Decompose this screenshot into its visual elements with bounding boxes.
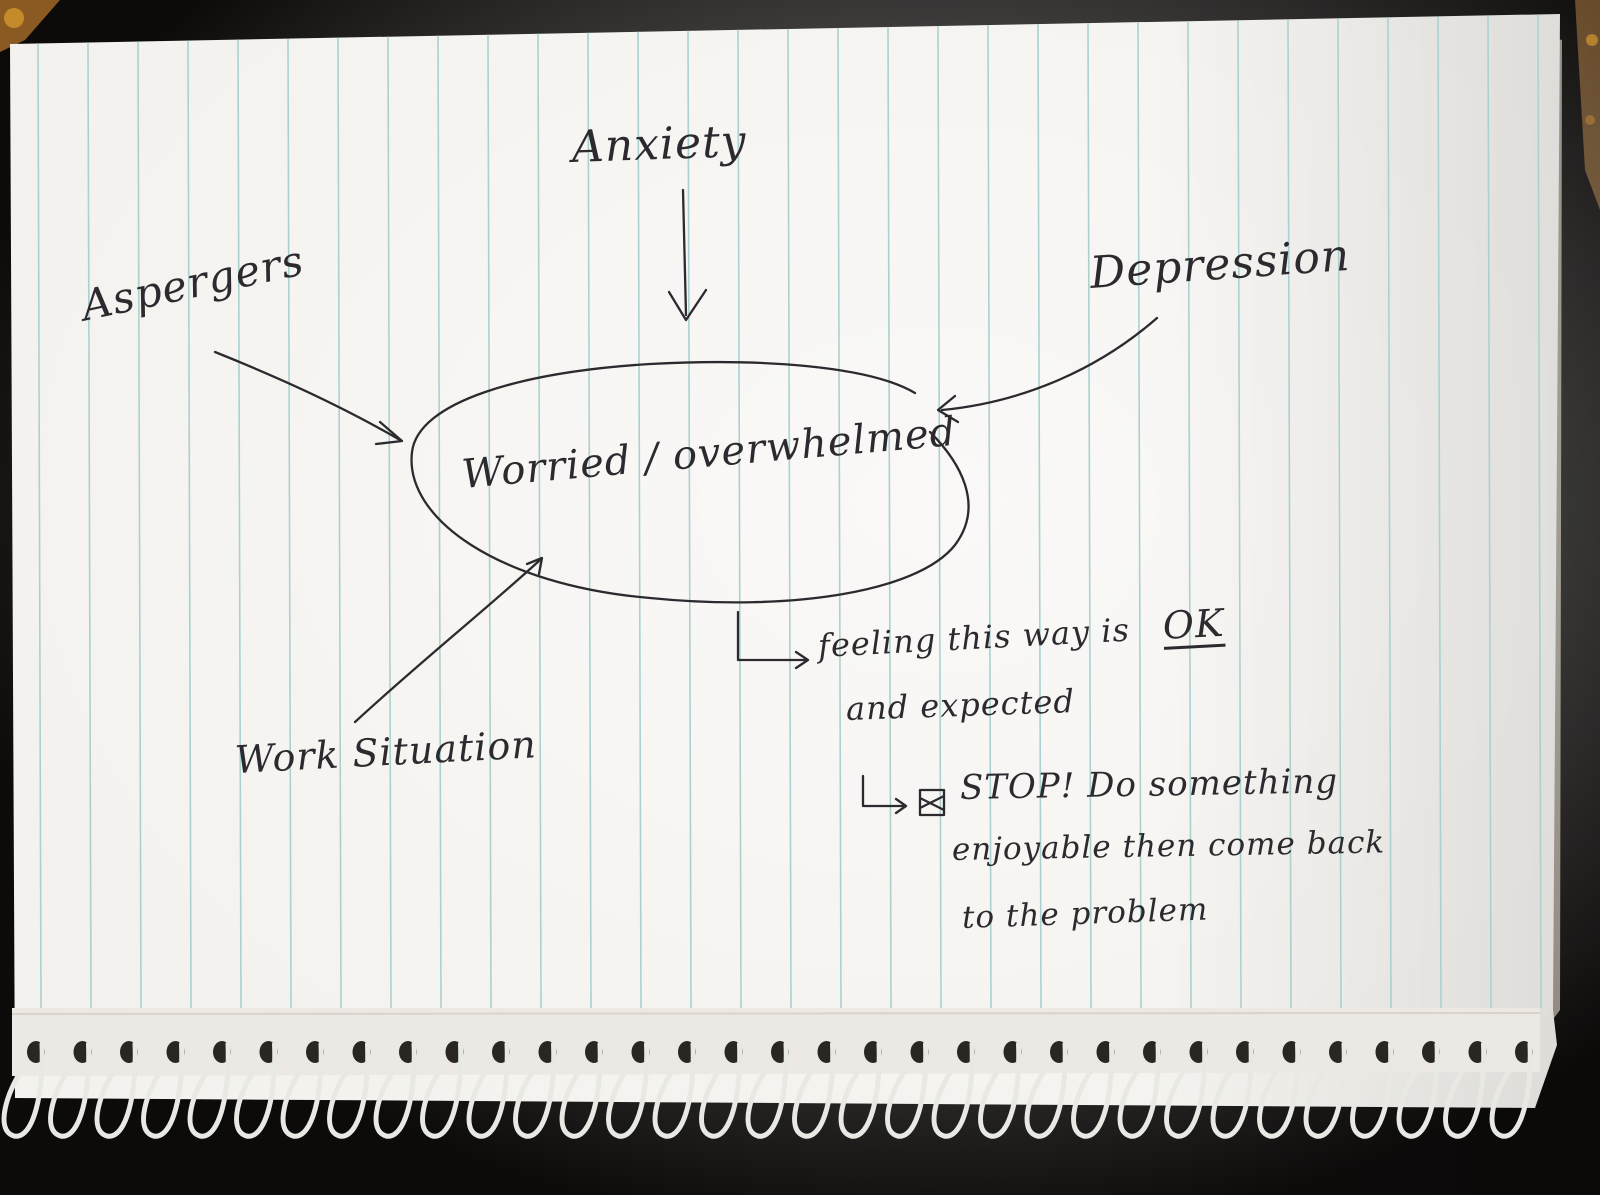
rule-line bbox=[837, 27, 842, 1009]
rule-line bbox=[337, 37, 342, 1009]
rule-line bbox=[1437, 16, 1442, 1009]
spiral-ring bbox=[931, 1041, 975, 1139]
label-anxiety: Anxiety bbox=[571, 115, 748, 173]
spiral-ring bbox=[1350, 1041, 1394, 1139]
rule-line bbox=[1487, 15, 1492, 1009]
spiral-ring bbox=[606, 1041, 650, 1139]
spiral-ring bbox=[1210, 1041, 1254, 1139]
spiral-ring bbox=[1443, 1041, 1487, 1139]
spiral-ring bbox=[94, 1041, 138, 1139]
spiral-ring bbox=[373, 1041, 417, 1139]
note-line-4: enjoyable then come back bbox=[951, 824, 1386, 868]
spiral-ring bbox=[466, 1041, 510, 1139]
rule-line bbox=[1337, 18, 1342, 1009]
spiral-ring bbox=[559, 1041, 603, 1139]
spiral-ring bbox=[885, 1041, 929, 1139]
arrow-depression-shaft bbox=[940, 316, 1159, 412]
rule-line bbox=[887, 26, 892, 1009]
spiral-ring bbox=[280, 1041, 324, 1139]
scribble-mark bbox=[918, 788, 946, 817]
spiral-ring bbox=[1489, 1041, 1533, 1139]
spiral-ring bbox=[1257, 1041, 1301, 1139]
rule-line bbox=[1237, 20, 1242, 1009]
rule-line bbox=[387, 36, 392, 1009]
rule-line bbox=[1137, 22, 1142, 1009]
arrow-aspergers-head bbox=[374, 420, 404, 446]
rule-line bbox=[287, 38, 292, 1009]
rule-line bbox=[987, 24, 992, 1009]
rule-line bbox=[1187, 21, 1192, 1009]
note-line-2: and expected bbox=[845, 682, 1076, 728]
spiral-ring bbox=[1, 1041, 45, 1139]
perforation-strip bbox=[12, 1008, 1540, 1076]
note-line-3: STOP! Do something bbox=[959, 761, 1339, 808]
rule-line bbox=[487, 34, 492, 1009]
rule-line bbox=[737, 29, 742, 1009]
rule-line bbox=[87, 42, 92, 1009]
spiral-ring bbox=[792, 1041, 836, 1139]
rule-line bbox=[637, 31, 642, 1009]
arrow-depression-head bbox=[936, 394, 960, 424]
rule-line bbox=[1087, 23, 1092, 1009]
rule-line bbox=[787, 28, 792, 1009]
spiral-ring bbox=[187, 1041, 231, 1139]
rule-line bbox=[1287, 19, 1292, 1009]
spiral-ring bbox=[699, 1041, 743, 1139]
spiral-ring bbox=[141, 1041, 185, 1139]
rule-line bbox=[937, 25, 942, 1009]
rule-line bbox=[687, 30, 692, 1009]
center-oval bbox=[410, 361, 970, 604]
note-ok-underlined: OK bbox=[1161, 600, 1226, 648]
spiral-ring bbox=[234, 1041, 278, 1139]
rule-line bbox=[137, 41, 142, 1009]
spiral-binding bbox=[1, 1041, 1533, 1139]
rule-line bbox=[37, 43, 42, 1009]
spiral-ring bbox=[1164, 1041, 1208, 1139]
spiral-ring bbox=[1303, 1041, 1347, 1139]
mind-map-sketch bbox=[213, 188, 1159, 817]
spiral-ring bbox=[327, 1041, 371, 1139]
rule-line bbox=[237, 39, 242, 1009]
arrow-work-head bbox=[525, 556, 544, 576]
bullet-arrow-1 bbox=[736, 610, 810, 670]
arrow-anxiety-shaft bbox=[681, 188, 688, 317]
rule-line bbox=[1037, 24, 1042, 1009]
rule-line bbox=[437, 35, 442, 1009]
spiral-ring bbox=[48, 1041, 92, 1139]
bullet-arrow-2 bbox=[861, 774, 908, 815]
spiral-ring bbox=[1071, 1041, 1115, 1139]
rule-line bbox=[537, 33, 542, 1009]
spiral-ring bbox=[978, 1041, 1022, 1139]
spiral-ring bbox=[745, 1041, 789, 1139]
spiral-ring bbox=[838, 1041, 882, 1139]
arrow-work-shaft bbox=[353, 558, 542, 724]
spiral-ring bbox=[1024, 1041, 1068, 1139]
rule-line bbox=[1387, 17, 1392, 1009]
arrow-aspergers-shaft bbox=[213, 350, 402, 442]
spiral-ring bbox=[1117, 1041, 1161, 1139]
rule-line bbox=[187, 40, 192, 1009]
spiral-ring bbox=[652, 1041, 696, 1139]
spiral-ring bbox=[420, 1041, 464, 1139]
arrow-anxiety-head bbox=[667, 288, 708, 322]
ruled-lines bbox=[37, 14, 1542, 1009]
rule-line bbox=[1537, 14, 1542, 1009]
rule-line bbox=[587, 32, 592, 1009]
spiral-ring bbox=[1396, 1041, 1440, 1139]
spiral-ring bbox=[513, 1041, 557, 1139]
